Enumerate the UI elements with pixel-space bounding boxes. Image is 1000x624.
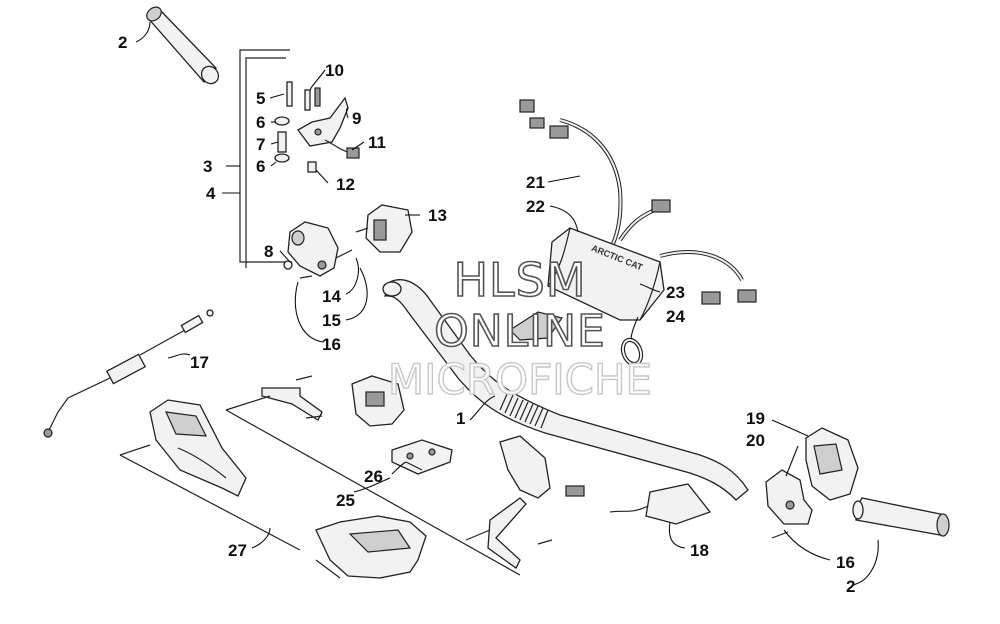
grip-left — [146, 6, 220, 85]
callout-2a: 2 — [118, 33, 127, 52]
switch-housing-left — [355, 204, 413, 253]
callout-2b: 2 — [846, 577, 855, 596]
callout-17: 17 — [190, 353, 209, 372]
switch-housing-right — [765, 427, 859, 539]
leader-lines — [135, 21, 879, 586]
callout-6a: 6 — [256, 113, 265, 132]
callout-5: 5 — [256, 89, 265, 108]
callout-3: 3 — [203, 157, 212, 176]
hand-guard-right — [315, 515, 427, 579]
hand-guard-left — [149, 399, 247, 497]
handlebar-knurl — [499, 391, 549, 429]
bushing-6-7 — [274, 116, 290, 163]
grip-right — [852, 497, 950, 537]
handlebar — [382, 279, 749, 501]
callout-13: 13 — [428, 206, 447, 225]
spring-10 — [304, 87, 321, 111]
callout-16a: 16 — [322, 335, 341, 354]
callout-21: 21 — [526, 173, 545, 192]
throttle-cable — [43, 309, 214, 438]
callout-19: 19 — [746, 409, 765, 428]
callout-22: 22 — [526, 197, 545, 216]
watermark-line1: HLSM — [453, 253, 586, 307]
group-outline-lines — [119, 395, 521, 579]
callout-16b: 16 — [836, 553, 855, 572]
callout-8: 8 — [264, 242, 273, 261]
mount-bracket-left — [261, 375, 405, 427]
grip-heater-18 — [565, 483, 712, 525]
connector-11 — [324, 139, 360, 159]
callout-7: 7 — [256, 135, 265, 154]
mount-bracket-right — [465, 435, 553, 569]
callout-10: 10 — [325, 61, 344, 80]
callout-labels: 2 3 4 5 6 7 6 8 10 9 11 12 13 14 15 16 1… — [118, 33, 855, 596]
callout-25: 25 — [336, 491, 355, 510]
watermark-line3: MICROFICHE — [388, 355, 652, 404]
callout-24: 24 — [666, 307, 685, 326]
callout-14: 14 — [322, 287, 341, 306]
callout-23: 23 — [666, 283, 685, 302]
callout-1: 1 — [456, 409, 465, 428]
callout-9: 9 — [352, 109, 361, 128]
callout-20: 20 — [746, 431, 765, 450]
wiring-harness — [519, 99, 757, 305]
callout-26: 26 — [364, 467, 383, 486]
watermark: HLSM ONLINE MICROFICHE — [387, 252, 653, 405]
mount-hardware — [391, 439, 453, 475]
clamp-ring-24 — [620, 337, 644, 367]
callout-12: 12 — [336, 175, 355, 194]
callout-6b: 6 — [256, 157, 265, 176]
callout-27: 27 — [228, 541, 247, 560]
callout-15: 15 — [322, 311, 341, 330]
watermark-line2: ONLINE — [434, 306, 606, 357]
clip-12 — [307, 161, 317, 173]
throttle-housing — [283, 221, 353, 279]
callout-4: 4 — [206, 184, 216, 203]
pin-5 — [286, 81, 293, 107]
handlebar-pad: ARCTIC CAT — [509, 227, 665, 341]
callout-11: 11 — [368, 133, 386, 152]
group-bracket-lines — [239, 49, 292, 268]
callout-18: 18 — [690, 541, 709, 560]
